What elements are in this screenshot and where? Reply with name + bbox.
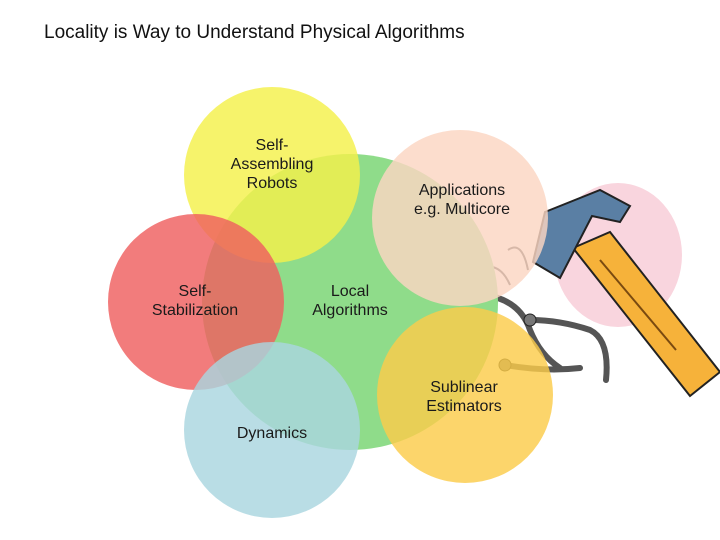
- petal-dynamics-circle: [184, 342, 360, 518]
- petal-sublinear-label: Sublinear Estimators: [426, 379, 502, 415]
- petal-assembling-circle: [184, 87, 360, 263]
- petal-sublinear-circle: [377, 307, 553, 483]
- petal-assembling-label: Self- Assembling Robots: [230, 137, 314, 192]
- petal-applications-circle: [372, 130, 548, 306]
- petal-stabilization-label: Self- Stabilization: [151, 283, 239, 319]
- petal-applications-label: Applications e.g. Multicore: [413, 182, 511, 218]
- hammer-and-nails-icon: [478, 183, 720, 398]
- petal-stabilization-circle: [108, 214, 284, 390]
- slide-title: Locality is Way to Understand Physical A…: [44, 22, 465, 43]
- petal-dynamics-label: Dynamics: [236, 425, 308, 442]
- center-label: Local Algorithms: [312, 283, 388, 319]
